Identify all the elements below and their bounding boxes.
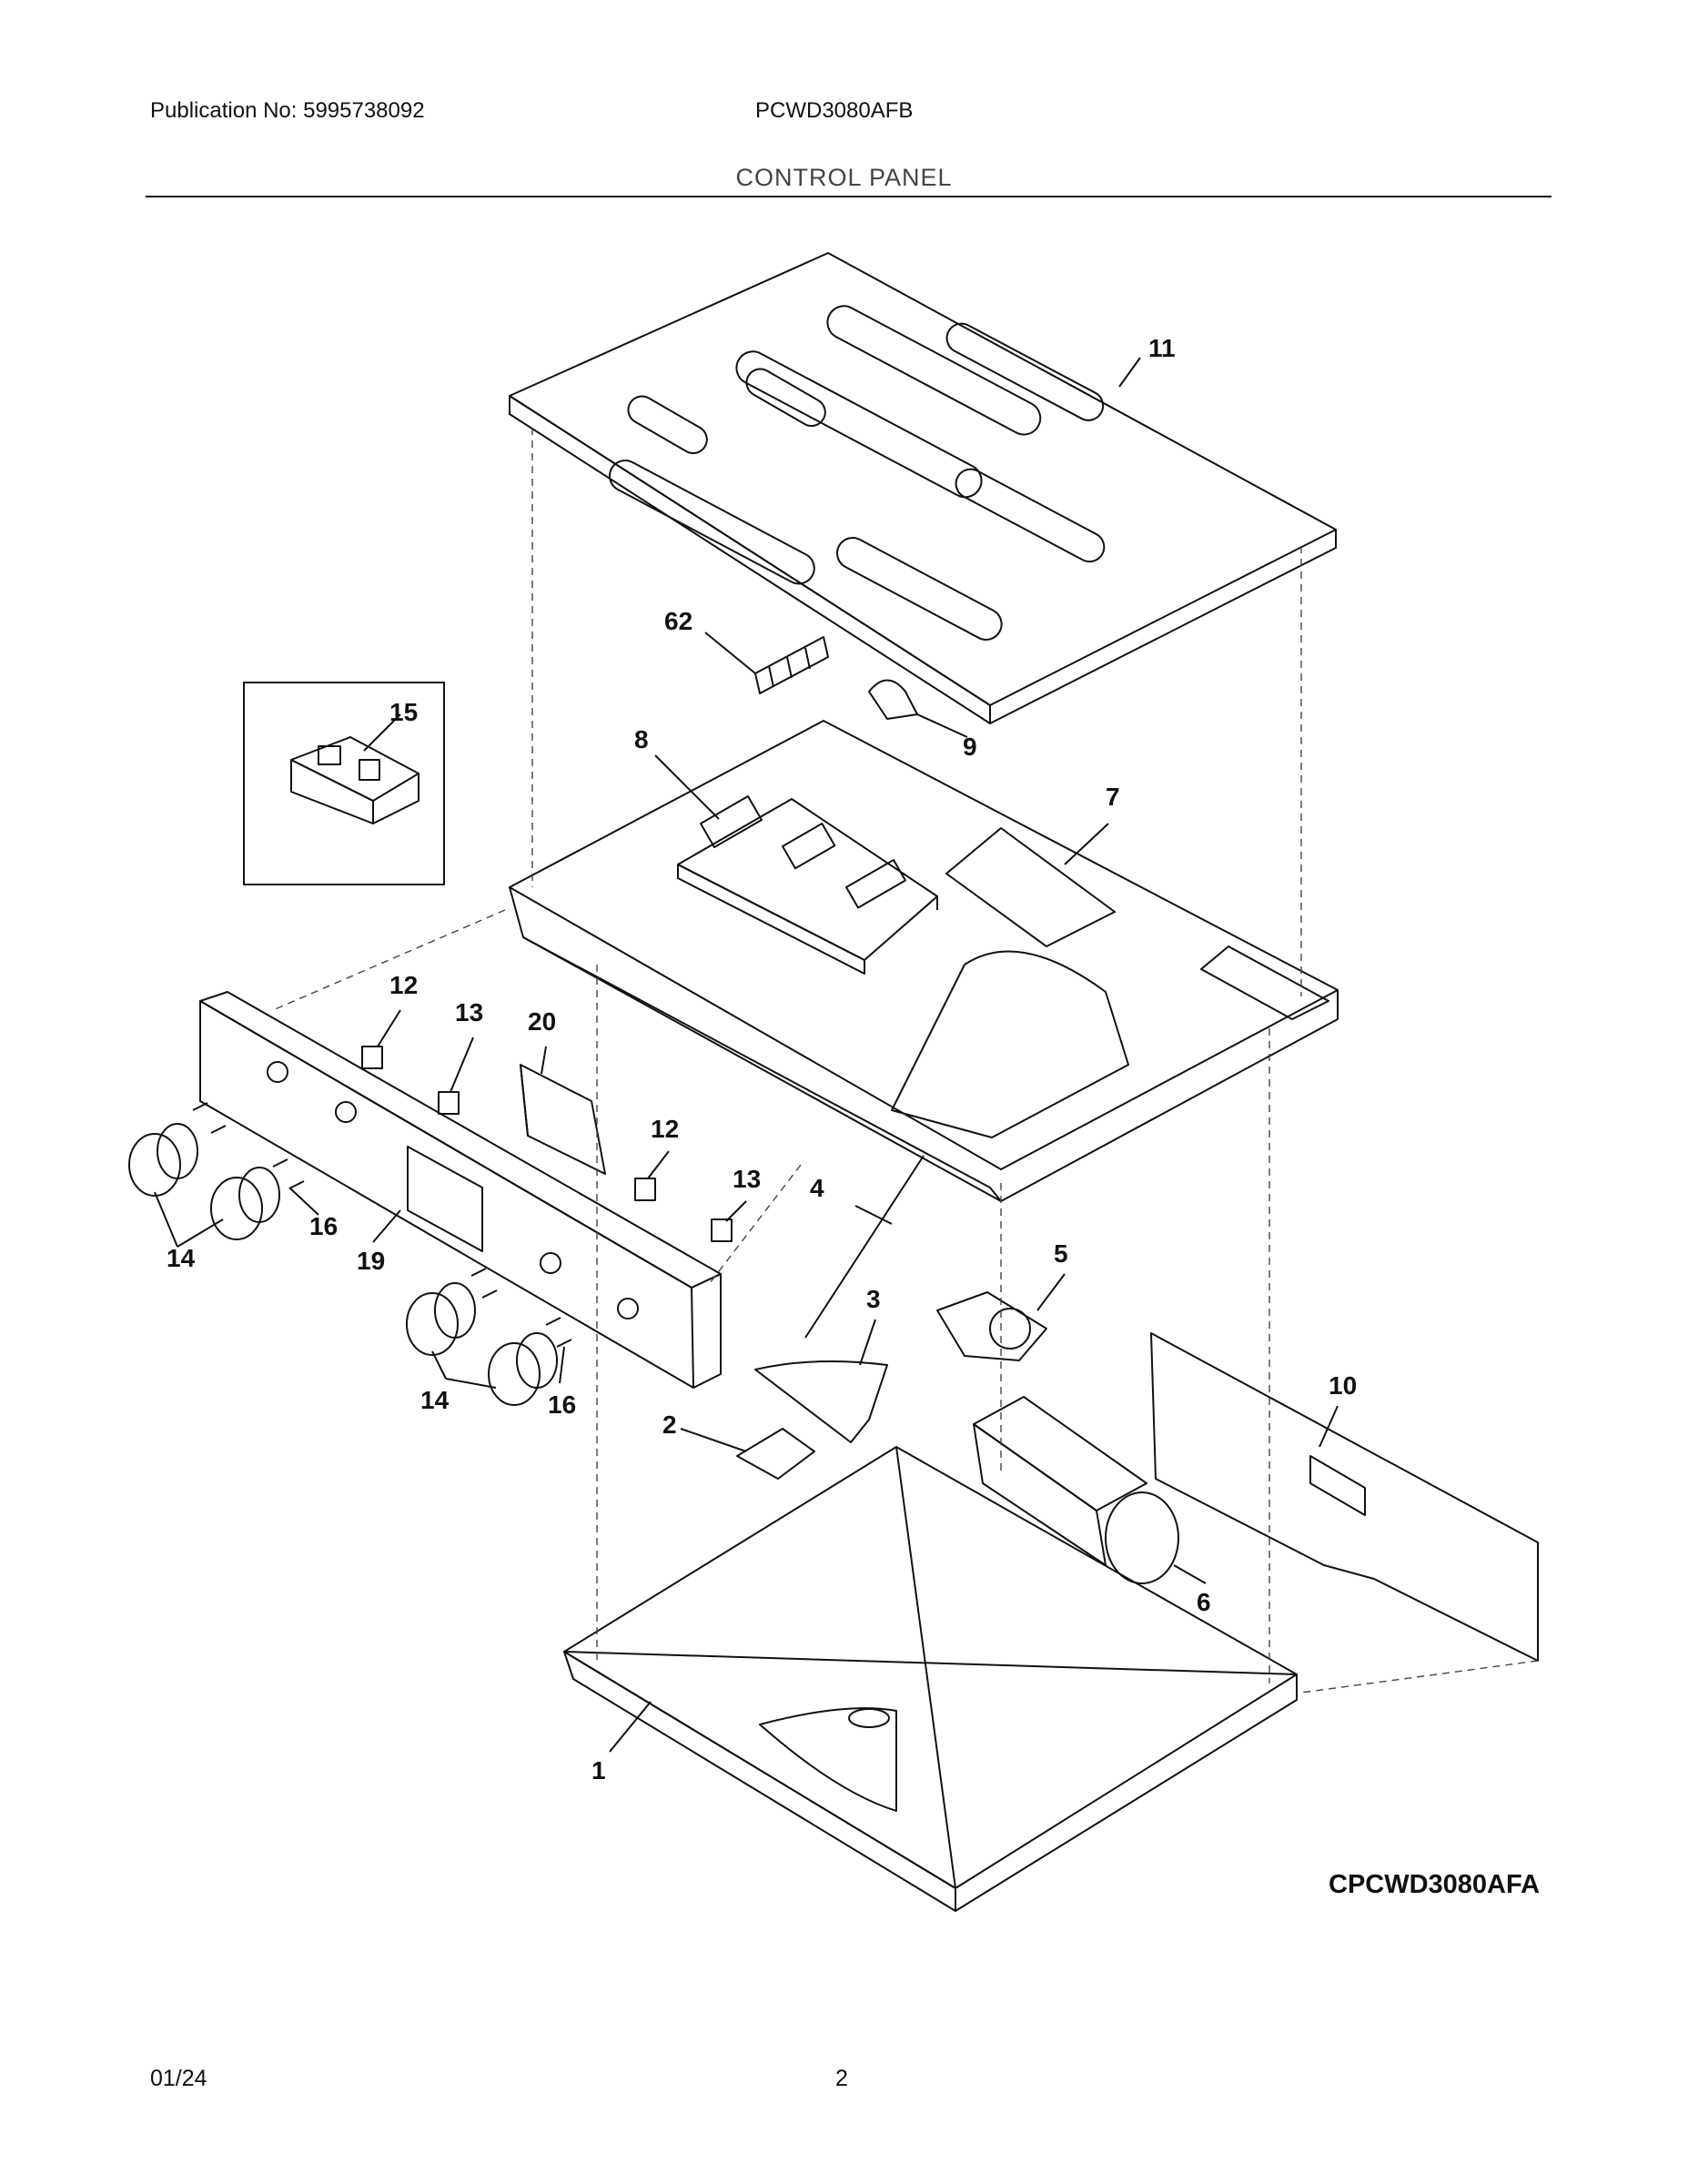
control-board bbox=[677, 795, 938, 975]
knobs-part-14 bbox=[128, 1123, 558, 1406]
callout-9: 9 bbox=[963, 733, 977, 761]
display-board-part-20 bbox=[520, 1064, 606, 1175]
callout-numbers: 11 62 9 8 7 12 13 20 12 13 4 5 3 10 2 6 … bbox=[167, 334, 1357, 1785]
callout-16a: 16 bbox=[309, 1212, 338, 1240]
alignment-lines bbox=[272, 428, 1539, 1694]
callout-7: 7 bbox=[1106, 783, 1120, 811]
callout-14b: 14 bbox=[420, 1386, 450, 1414]
bracket-part-2 bbox=[736, 1428, 815, 1480]
callout-20: 20 bbox=[528, 1007, 556, 1036]
footer-date: 01/24 bbox=[150, 2066, 207, 2091]
header-rule bbox=[146, 196, 1552, 197]
callout-16b: 16 bbox=[548, 1390, 576, 1419]
callout-13a: 13 bbox=[455, 998, 483, 1026]
publication-number: Publication No: 5995738092 bbox=[150, 98, 425, 123]
callout-1: 1 bbox=[591, 1756, 606, 1785]
page-number: 2 bbox=[835, 2066, 848, 2091]
callout-6: 6 bbox=[1197, 1588, 1211, 1616]
leader-lines bbox=[154, 357, 1339, 1753]
callout-3: 3 bbox=[866, 1285, 881, 1313]
inset-box-part-15 bbox=[243, 682, 445, 885]
callout-11: 11 bbox=[1148, 334, 1176, 362]
blower-part-5 bbox=[936, 1291, 1047, 1361]
part-9-bracket bbox=[868, 679, 918, 720]
section-title: CONTROL PANEL bbox=[735, 164, 953, 191]
diagram-code: CPCWD3080AFA bbox=[1329, 1870, 1541, 1899]
callout-13b: 13 bbox=[733, 1165, 761, 1193]
callout-12a: 12 bbox=[389, 971, 418, 999]
callout-19: 19 bbox=[357, 1247, 385, 1275]
gasket-part-3 bbox=[754, 1360, 888, 1443]
control-chassis bbox=[509, 720, 1339, 1202]
bottom-tray-part-1 bbox=[563, 1446, 1298, 1912]
front-control-panel bbox=[199, 991, 722, 1389]
encoders-part-12-13 bbox=[361, 1046, 733, 1242]
motor-assembly-part-6 bbox=[973, 1396, 1179, 1584]
rear-panel-part-10 bbox=[1150, 1332, 1539, 1662]
callout-5: 5 bbox=[1054, 1239, 1068, 1268]
callout-12b: 12 bbox=[651, 1115, 679, 1143]
callout-4: 4 bbox=[810, 1174, 824, 1202]
callout-14a: 14 bbox=[167, 1244, 196, 1272]
model-number: PCWD3080AFB bbox=[755, 98, 914, 123]
screws-part-16 bbox=[192, 1102, 572, 1348]
part-62-connector bbox=[754, 636, 829, 694]
top-cover-panel bbox=[509, 252, 1337, 724]
wire-harness-part-4 bbox=[804, 1155, 925, 1339]
callout-2: 2 bbox=[662, 1410, 677, 1439]
callout-10: 10 bbox=[1329, 1371, 1357, 1400]
callout-62: 62 bbox=[664, 607, 692, 635]
callout-8: 8 bbox=[634, 725, 649, 753]
callout-15: 15 bbox=[389, 698, 418, 726]
